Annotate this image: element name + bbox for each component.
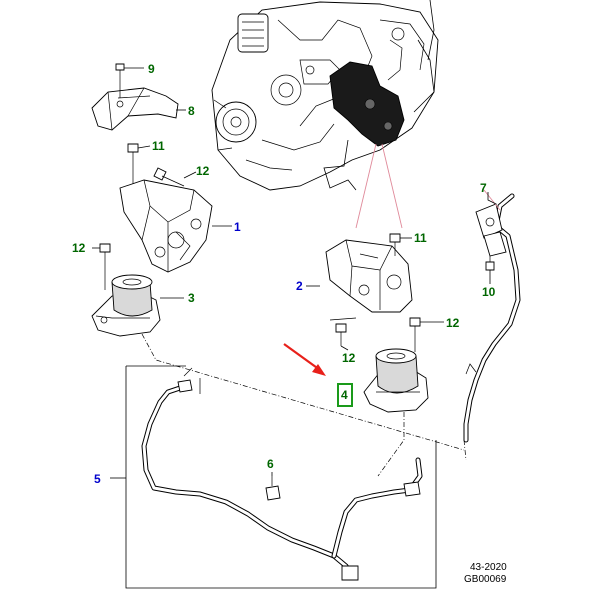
callout-9: 9 bbox=[148, 62, 155, 76]
callout-leaders bbox=[92, 67, 497, 479]
pipe-assembly-frame bbox=[125, 366, 437, 589]
bolt-12-right-lower bbox=[329, 317, 357, 346]
callout-12-left-top: 12 bbox=[196, 164, 210, 178]
heat-shield bbox=[91, 87, 179, 131]
reference-number: 43-2020 bbox=[470, 562, 507, 573]
engine-mount-left bbox=[91, 274, 161, 337]
egr-cooler-component bbox=[323, 0, 435, 191]
engine-block bbox=[211, 1, 439, 191]
engine-link-line-left bbox=[355, 143, 377, 229]
callout-1: 1 bbox=[234, 220, 241, 234]
bolt-12-left-top bbox=[153, 167, 185, 187]
vacuum-hose-assembly bbox=[463, 189, 521, 443]
engine-mount-bracket-left bbox=[119, 179, 213, 273]
callout-8: 8 bbox=[188, 104, 195, 118]
callout-11-right: 11 bbox=[414, 231, 427, 245]
callout-7: 7 bbox=[480, 181, 487, 195]
callout-2: 2 bbox=[296, 279, 303, 293]
item-4-highlight-box bbox=[337, 383, 353, 407]
callout-12-right-lower: 12 bbox=[342, 351, 356, 365]
callout-6: 6 bbox=[267, 457, 274, 471]
bolt-12-right-top bbox=[409, 317, 421, 352]
engine-mount-right bbox=[363, 348, 429, 413]
callout-3: 3 bbox=[188, 291, 195, 305]
callout-5: 5 bbox=[94, 472, 101, 486]
pointer-arrow bbox=[283, 343, 326, 376]
assembly-line-left bbox=[141, 333, 465, 451]
bolt-12-left-lower bbox=[99, 243, 111, 290]
callout-numbers: 1 2 3 4 5 6 7 8 9 10 11 11 12 12 12 12 bbox=[72, 62, 496, 486]
callout-4: 4 bbox=[341, 388, 348, 402]
callout-12-right-top: 12 bbox=[446, 316, 460, 330]
engine-link-line-right bbox=[381, 143, 403, 229]
engine-mount-bracket-right bbox=[325, 239, 413, 313]
bolt-9 bbox=[115, 63, 125, 98]
assembly-line-hose bbox=[463, 439, 467, 461]
illustration-code: GB00069 bbox=[464, 574, 507, 585]
bolt-11-right bbox=[389, 233, 401, 256]
callout-10: 10 bbox=[482, 285, 496, 299]
vacuum-pipe-assembly bbox=[141, 367, 423, 581]
assembly-line-right bbox=[377, 412, 405, 477]
callout-11-left: 11 bbox=[152, 139, 165, 153]
callout-12-left-lower: 12 bbox=[72, 241, 86, 255]
